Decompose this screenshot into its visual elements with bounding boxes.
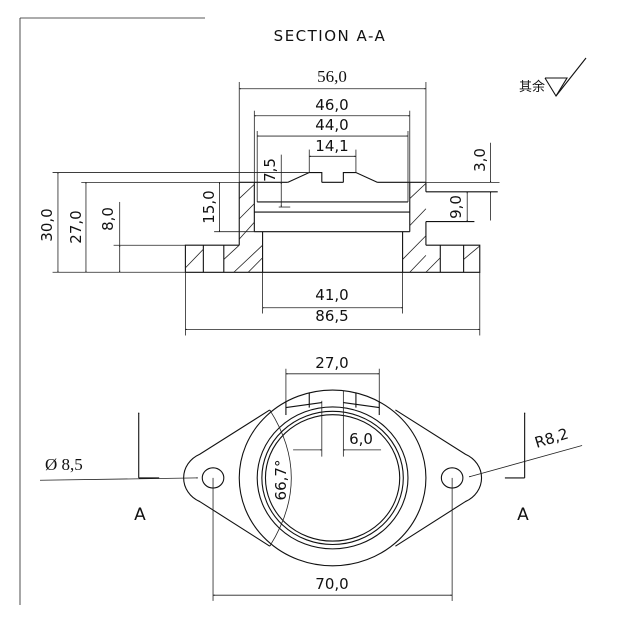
sheet-border: [20, 18, 205, 605]
dim-70: 70,0: [315, 575, 348, 593]
dim-3: 3,0: [471, 148, 489, 172]
dim-44: 44,0: [315, 116, 348, 134]
hatching: [185, 183, 479, 272]
dim-27-plan: 27,0: [315, 354, 348, 372]
dim-15: 15,0: [200, 190, 218, 223]
dim-27: 27,0: [67, 210, 85, 243]
surface-note: 其余: [519, 79, 545, 95]
dim-30: 30,0: [38, 208, 56, 241]
dim-radius: R8,2: [533, 425, 571, 452]
dim-hole-diameter: Ø 8,5: [45, 455, 83, 474]
dim-6: 6,0: [349, 430, 373, 448]
section-title: SECTION A-A: [274, 27, 387, 45]
dim-angle: 66,7°: [272, 460, 290, 501]
section-mark-right-label: A: [517, 505, 529, 525]
dim-9: 9,0: [447, 195, 465, 219]
section-mark-left: [138, 412, 159, 478]
section-view: [53, 82, 500, 336]
dim-56: 56,0: [317, 67, 347, 86]
dim-86-5: 86,5: [315, 307, 348, 325]
dim-14-1: 14,1: [315, 137, 348, 155]
dim-46: 46,0: [315, 96, 348, 114]
section-outline: [185, 173, 497, 273]
flange-outline: [184, 390, 482, 566]
plan-dimension-lines: [40, 369, 582, 601]
surface-roughness-symbol: [545, 58, 586, 96]
plan-view: [40, 369, 582, 601]
section-mark-right: [505, 412, 526, 478]
section-mark-left-label: A: [134, 505, 146, 525]
dim-8: 8,0: [99, 207, 117, 231]
dim-7-5: 7,5: [261, 158, 279, 182]
section-dimension-lines: [53, 82, 500, 336]
dim-41: 41,0: [315, 286, 348, 304]
